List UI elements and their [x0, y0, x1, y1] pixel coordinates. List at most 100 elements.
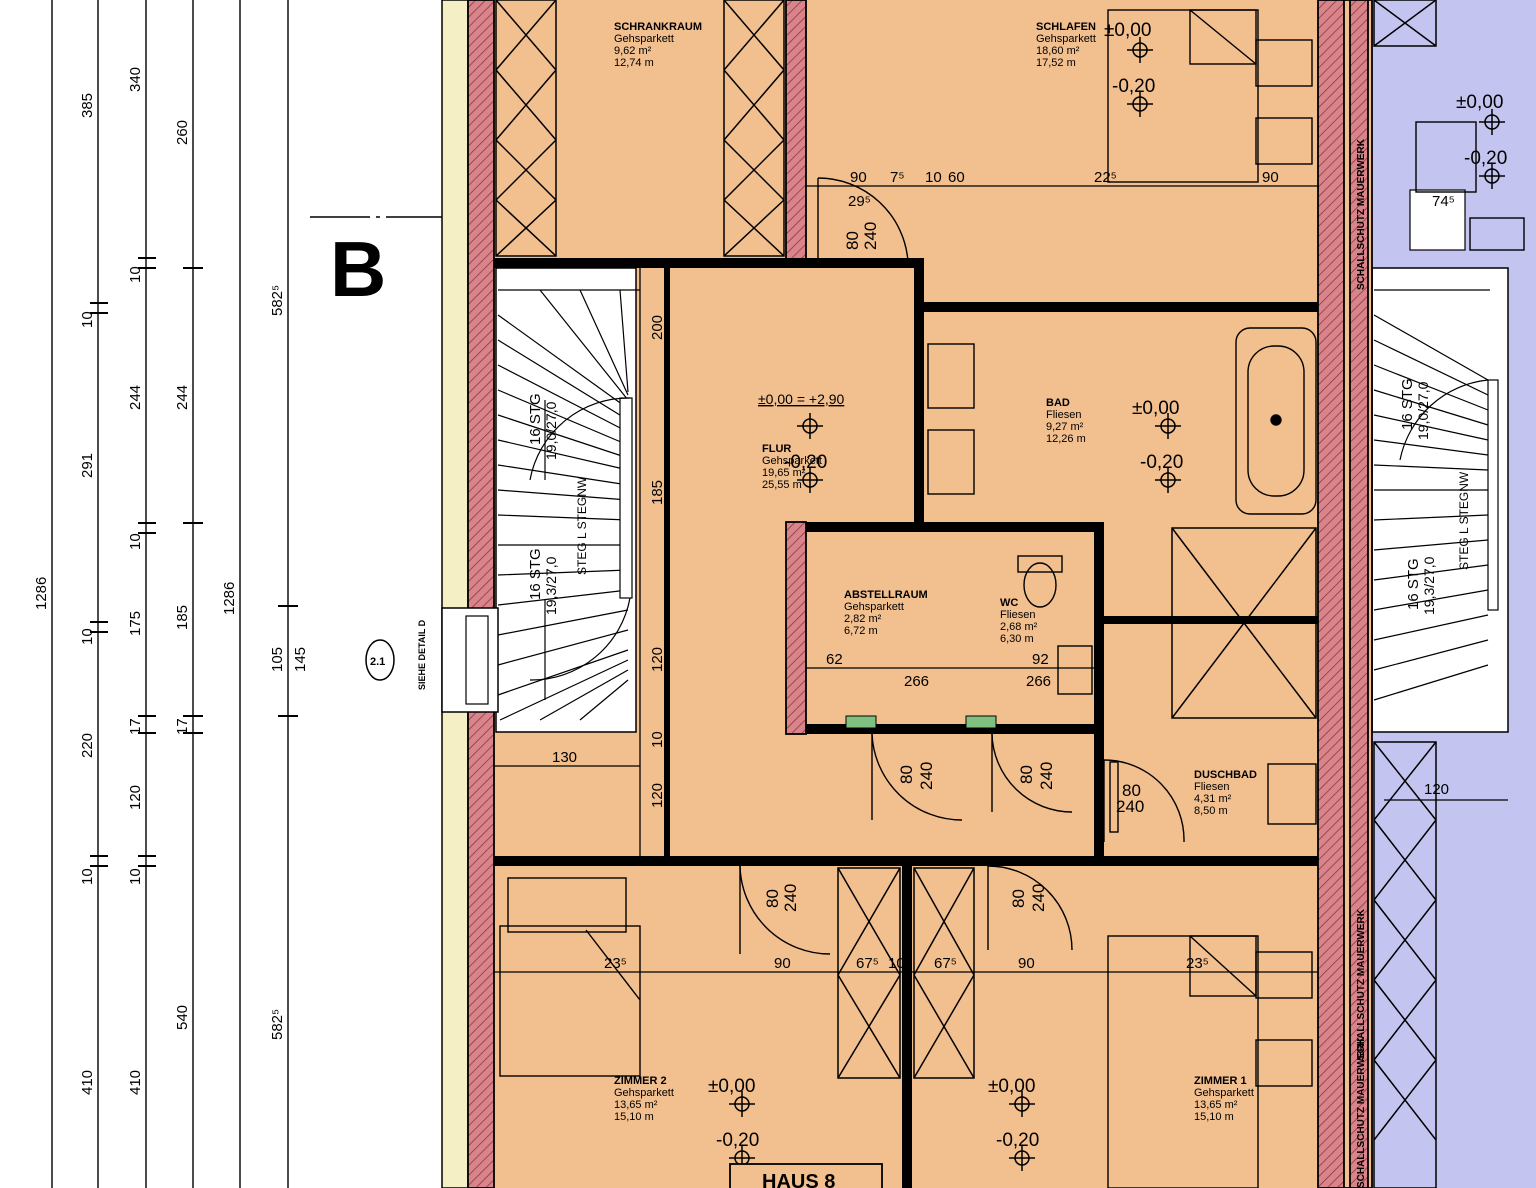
left-stair-lower: 16 STG	[527, 548, 544, 600]
door-5-width: 80	[763, 889, 782, 908]
house-label: HAUS 8	[729, 1163, 883, 1188]
room-area: 9,62 m²	[614, 45, 652, 57]
dim-top-60: 60	[948, 169, 965, 186]
dim-260: 260	[174, 120, 191, 145]
door-6-width: 80	[1009, 889, 1028, 908]
room-area: 13,65 m²	[1194, 1099, 1238, 1111]
dim-bot-235a: 23⁵	[604, 955, 627, 972]
room-floor: Gehsparkett	[1194, 1087, 1254, 1099]
dim-flur-120b: 120	[649, 783, 666, 808]
right-stair-labels: 16 STG 19,0/27,0 STEG L STEGNW 16 STG 19…	[1399, 378, 1471, 615]
room-schlafen: SCHLAFEN Gehsparkett 18,60 m² 17,52 m	[1036, 21, 1096, 69]
left-stair-lower-ratio: 19,3/27,0	[543, 556, 559, 615]
room-wc: WC Fliesen 2,68 m² 6,30 m	[1000, 597, 1038, 645]
room-perimeter: 6,30 m	[1000, 633, 1034, 645]
dim-220: 220	[79, 733, 96, 758]
dim-abst-92: 92	[1032, 651, 1049, 668]
door-2-width: 80	[897, 765, 916, 784]
room-area: 13,65 m²	[614, 1099, 658, 1111]
right-stair-upper: 16 STG	[1399, 378, 1416, 430]
level-crosses	[729, 37, 1505, 1171]
level-labels: ±0,00 -0,20 ±0,00 -0,20 ±0,00 = +2,90 -0…	[708, 20, 1507, 1151]
dim-wc-266: 266	[1026, 673, 1051, 690]
door-labels: 80 240 80 240 80 240 80 240 80 240 80 24…	[763, 222, 1144, 912]
neighbor-box-top	[1409, 189, 1466, 251]
room-area: 9,27 m²	[1046, 421, 1084, 433]
dim-410-a: 410	[79, 1070, 96, 1095]
dim-flur-200: 200	[649, 315, 666, 340]
door-1-height: 240	[861, 222, 880, 250]
room-floor: Gehsparkett	[614, 1087, 674, 1099]
walls	[467, 0, 1373, 1188]
room-name: SCHRANKRAUM	[614, 21, 702, 33]
dim-540-a: 540	[174, 1005, 191, 1030]
right-stair-lower-ratio: 19,3/27,0	[1421, 556, 1437, 615]
dim-582-b: 582⁵	[269, 1009, 286, 1040]
level-z1-bottom: -0,20	[996, 1130, 1039, 1151]
interior-walls	[494, 258, 1318, 1188]
wall-label-1: SCHALLSCHUTZ MAUERWERK	[1356, 138, 1367, 290]
inner-dimension-labels: 90 7⁵ 10 60 22⁵ 90 29⁵ 200 185 120 10 12…	[552, 169, 1455, 972]
level-schlafen-bottom: -0,20	[1112, 76, 1155, 97]
room-area: 2,82 m²	[844, 613, 882, 625]
left-stair-label: STEG L STEGNW	[575, 476, 589, 575]
dim-abst-62: 62	[826, 651, 843, 668]
dim-top-75: 7⁵	[890, 169, 905, 186]
room-flur: FLUR Gehsparkett 19,65 m² 25,55 m	[762, 443, 822, 491]
dim-bot-675b: 67⁵	[934, 955, 957, 972]
inner-dimension-lines	[494, 185, 1508, 973]
room-zimmer1: ZIMMER 1 Gehsparkett 13,65 m² 15,10 m	[1194, 1075, 1254, 1123]
room-area: 4,31 m²	[1194, 793, 1232, 805]
detail-reference: 2.1 SIEHE DETAIL D	[365, 619, 427, 690]
dim-flur-185: 185	[649, 480, 666, 505]
room-area: 18,60 m²	[1036, 45, 1080, 57]
dim-17-b: 17	[174, 718, 191, 735]
dim-175: 175	[127, 611, 144, 636]
section-letter: B	[330, 225, 386, 313]
dim-385: 385	[79, 93, 96, 118]
room-floor: Fliesen	[1046, 409, 1081, 421]
room-perimeter: 6,72 m	[844, 625, 878, 637]
right-stair	[1373, 289, 1499, 701]
dim-flur-10: 10	[649, 731, 666, 748]
level-bad-bottom: -0,20	[1140, 452, 1183, 473]
room-floor: Fliesen	[1000, 609, 1035, 621]
wardrobes	[495, 0, 1437, 1188]
dim-291: 291	[79, 453, 96, 478]
room-floor: Gehsparkett	[844, 601, 904, 613]
room-perimeter: 12,26 m	[1046, 433, 1086, 445]
svg-text:2.1: 2.1	[370, 656, 385, 668]
dim-10-f: 10	[127, 868, 144, 885]
room-name: SCHLAFEN	[1036, 21, 1096, 33]
dim-340: 340	[127, 67, 144, 92]
dim-bot-235b: 23⁵	[1186, 955, 1209, 972]
room-area: 2,68 m²	[1000, 621, 1038, 633]
dim-right-120: 120	[1424, 781, 1449, 798]
level-bad-top: ±0,00	[1132, 398, 1179, 419]
room-name: ZIMMER 2	[614, 1075, 667, 1087]
dim-bot-10: 10	[888, 955, 905, 972]
level-schlafen-top: ±0,00	[1104, 20, 1151, 41]
room-name: WC	[1000, 597, 1018, 609]
door-6-height: 240	[1029, 884, 1048, 912]
room-perimeter: 25,55 m	[762, 479, 802, 491]
door-5-height: 240	[781, 884, 800, 912]
room-area: 19,65 m²	[762, 467, 806, 479]
left-dimension-labels: 1286 410 385 291 220 10 10 10 410 340 10…	[33, 67, 309, 1095]
furniture	[499, 9, 1525, 1188]
room-name: ABSTELLRAUM	[844, 589, 928, 601]
right-stair-upper-ratio: 19,0/27,0	[1415, 381, 1431, 440]
right-stair-area	[1371, 267, 1509, 733]
left-stair	[497, 289, 640, 721]
exterior-box	[441, 607, 499, 713]
dim-105: 105	[269, 647, 286, 672]
room-floor: Gehsparkett	[1036, 33, 1096, 45]
room-perimeter: 12,74 m	[614, 57, 654, 69]
door-4-width: 80	[1122, 781, 1141, 800]
left-stair-upper: 16 STG	[527, 393, 544, 445]
door-3-width: 80	[1017, 765, 1036, 784]
room-name: ZIMMER 1	[1194, 1075, 1247, 1087]
dim-1286-right: 1286	[221, 582, 238, 615]
level-z1-top: ±0,00	[988, 1076, 1035, 1097]
dim-bot-90b: 90	[1018, 955, 1035, 972]
